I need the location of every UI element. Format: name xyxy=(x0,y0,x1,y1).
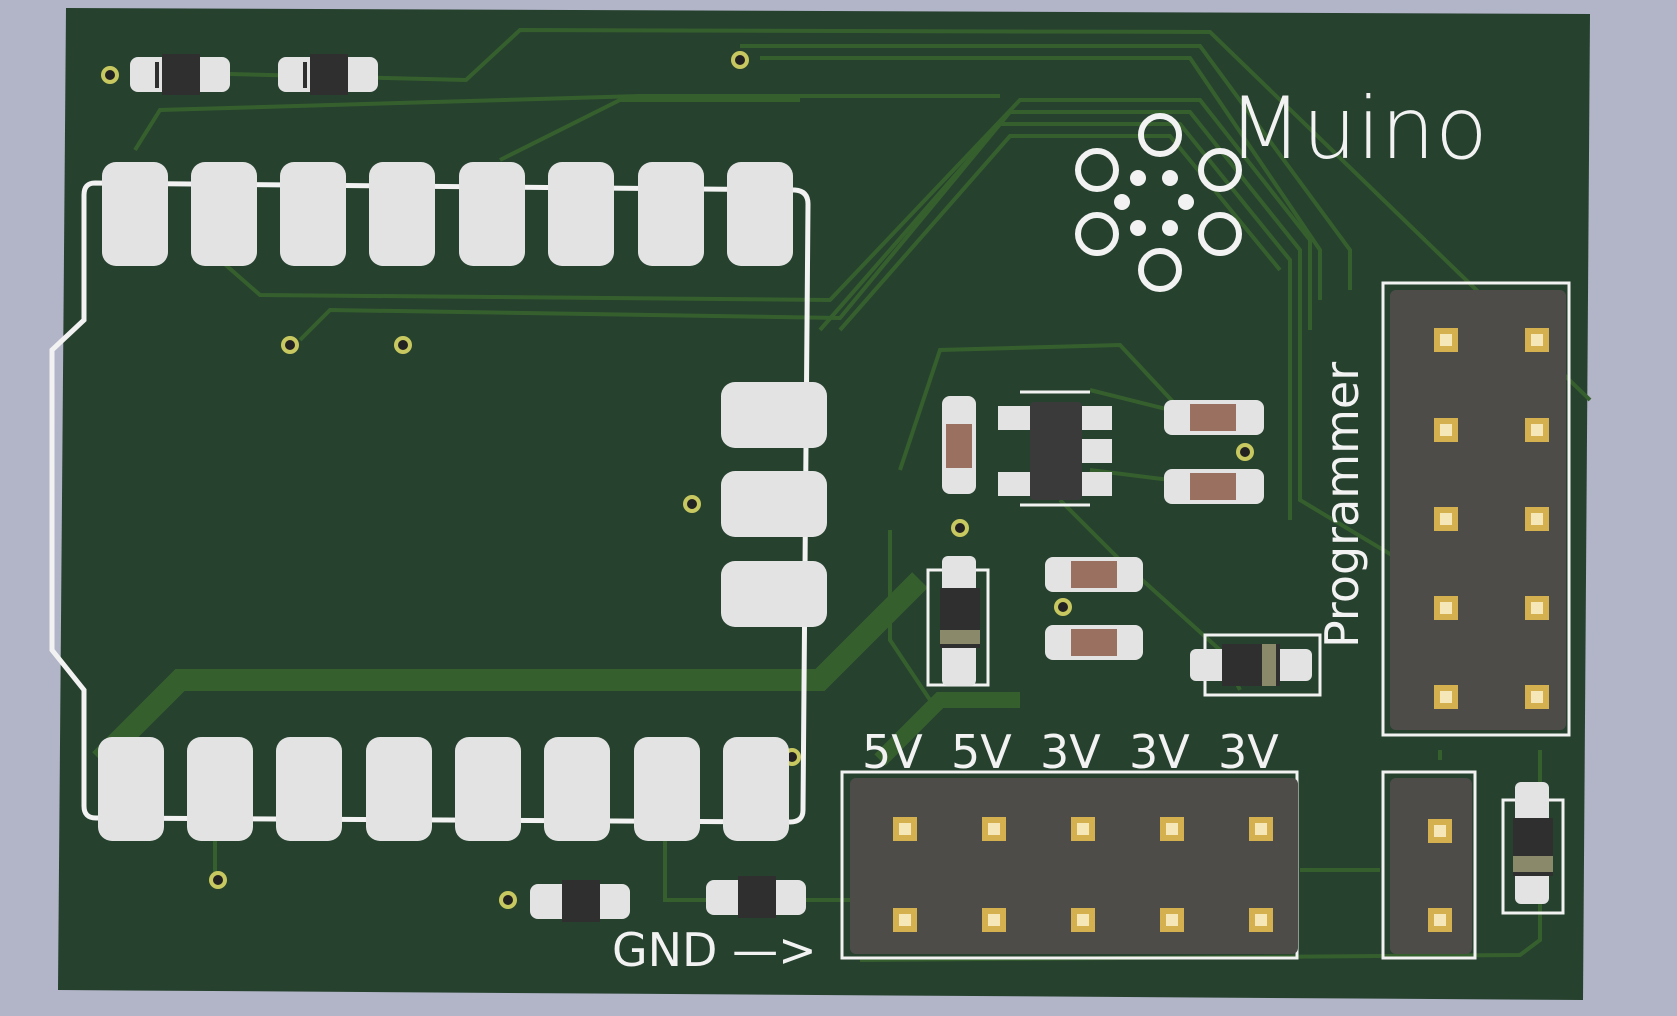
diode-component xyxy=(926,556,990,687)
module-outline xyxy=(49,180,811,825)
module-side-pads xyxy=(721,382,827,627)
voltage-label: 3V xyxy=(1218,725,1279,779)
jumper-header-pins xyxy=(1428,819,1452,932)
header-pin xyxy=(982,908,1006,932)
header-pin xyxy=(1434,596,1458,620)
resistor-component xyxy=(1164,400,1264,435)
voltage-header xyxy=(840,770,1299,960)
header-pin xyxy=(1525,328,1549,352)
header-pin xyxy=(893,817,917,841)
header-pin xyxy=(1434,507,1458,531)
module-bottom-pads xyxy=(98,737,789,841)
header-pin xyxy=(1071,908,1095,932)
module-top-pads xyxy=(102,162,793,266)
header-pin xyxy=(982,817,1006,841)
header-pin xyxy=(1434,328,1458,352)
header-pin xyxy=(1525,685,1549,709)
led-component xyxy=(130,54,230,95)
header-pin xyxy=(1249,908,1273,932)
diode-component xyxy=(1501,782,1565,915)
led-component xyxy=(706,876,806,918)
programmer-header-pins xyxy=(1434,328,1549,709)
header-pin xyxy=(1525,596,1549,620)
header-pin xyxy=(1434,685,1458,709)
voltage-label: 3V xyxy=(1129,725,1190,779)
header-pin xyxy=(893,908,917,932)
dots-cluster-logo-icon xyxy=(1075,113,1242,292)
copper-traces xyxy=(133,27,1592,962)
logo-inner-dots xyxy=(1114,170,1194,236)
led-component xyxy=(530,880,630,922)
resistor-component xyxy=(1164,469,1264,504)
programmer-label: Programmer xyxy=(1315,362,1369,648)
resistor-component xyxy=(942,396,976,494)
diode-component xyxy=(1190,633,1322,697)
power-trace-2 xyxy=(874,692,1020,766)
board-logo-text: Muino xyxy=(1228,79,1488,179)
header-pin xyxy=(1160,817,1184,841)
header-pin xyxy=(1249,817,1273,841)
voltage-labels: 5V 5V 3V 3V 3V xyxy=(862,725,1279,779)
header-pin xyxy=(1428,819,1452,843)
power-trace xyxy=(92,572,928,768)
voltage-label: 5V xyxy=(951,725,1012,779)
led-component xyxy=(278,54,378,95)
voltage-regulator xyxy=(998,390,1112,507)
header-pin xyxy=(1525,418,1549,442)
header-pin xyxy=(1428,908,1452,932)
header-pin xyxy=(1525,507,1549,531)
voltage-label: 3V xyxy=(1040,725,1101,779)
voltage-header-pins xyxy=(893,817,1273,932)
resistor-component xyxy=(1045,557,1143,592)
resistor-component xyxy=(1045,625,1143,660)
header-pin xyxy=(1434,418,1458,442)
voltage-label: 5V xyxy=(862,725,923,779)
gnd-label: GND —> xyxy=(612,923,817,977)
header-pin xyxy=(1160,908,1184,932)
header-pin xyxy=(1071,817,1095,841)
